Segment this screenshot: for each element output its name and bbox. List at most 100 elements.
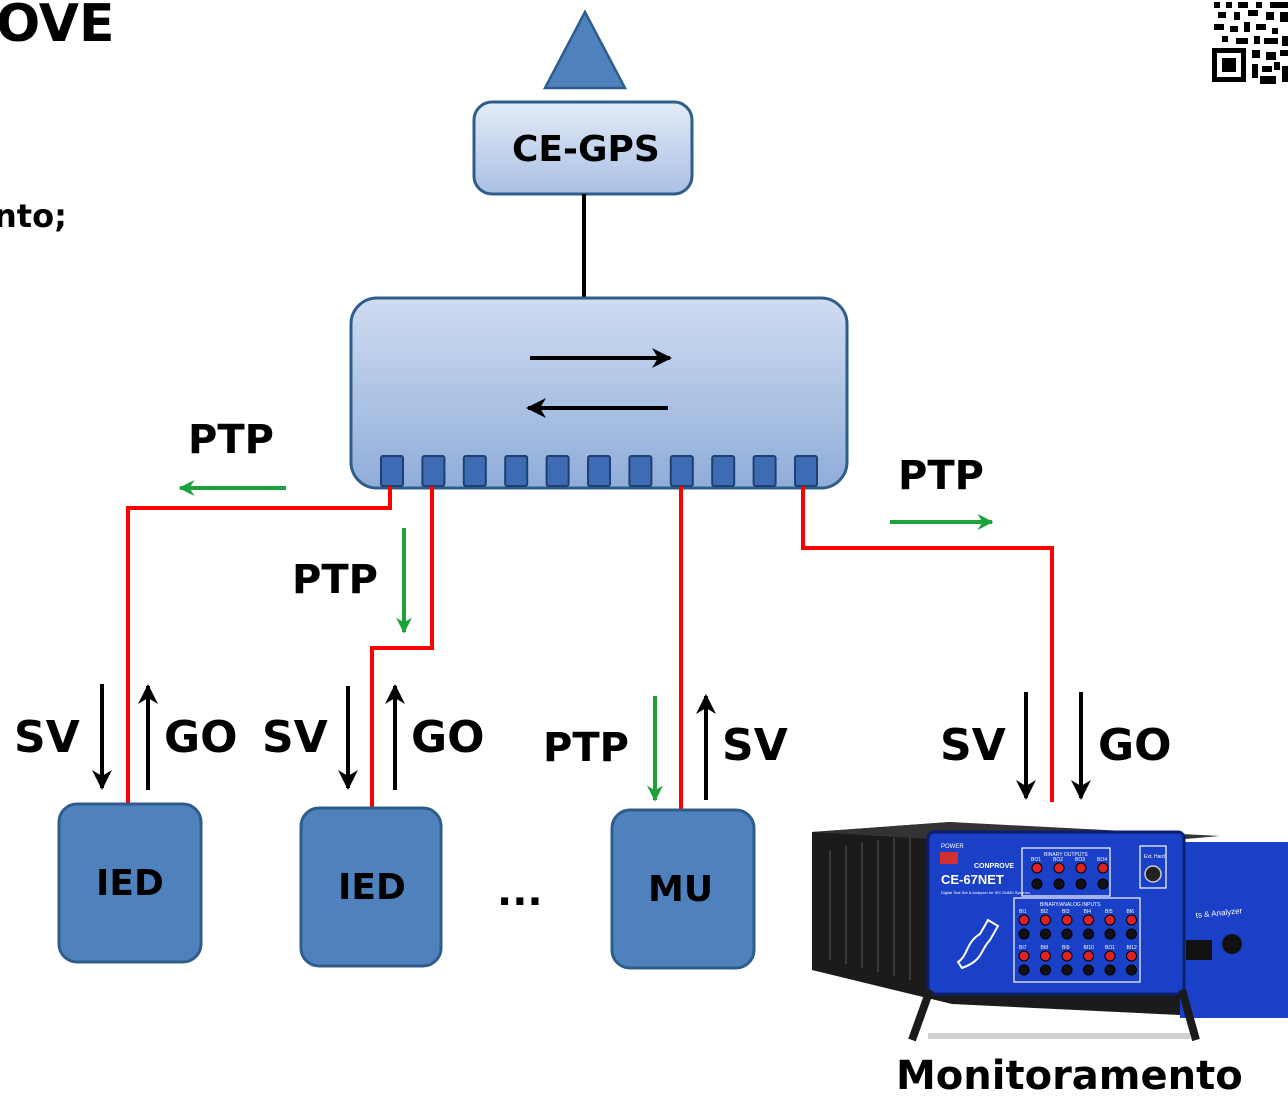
terminal-socket (1083, 914, 1094, 926)
monitor-ext-hard: Ext. Hard (1144, 854, 1165, 860)
switch-port (711, 455, 736, 487)
terminal-socket (1018, 964, 1030, 976)
terminal-socket (1031, 878, 1043, 890)
terminal-socket (1018, 950, 1030, 962)
mu-box (610, 808, 756, 970)
terminal-socket (1104, 964, 1116, 976)
go-label-ied-2: GO (411, 712, 485, 763)
terminal-socket (1018, 914, 1030, 926)
monitor-subtitle: Digital Test Set & Analyzer for IEC 6185… (941, 890, 1030, 895)
terminal-socket (1061, 928, 1073, 940)
port-label: BO3 (1075, 857, 1085, 863)
ptp-label-ied: PTP (292, 557, 378, 603)
side-text-fragment: nto; (0, 197, 67, 235)
terminal-socket (1040, 914, 1051, 926)
monitor-caption: Monitoramento (896, 1053, 1243, 1099)
front-panel (926, 830, 1186, 996)
switch-port (628, 455, 653, 487)
link-ied-2 (370, 486, 434, 810)
switch-port (587, 455, 611, 487)
terminal-socket (1126, 950, 1137, 962)
network-links (126, 486, 1054, 812)
port-label: BI3 (1062, 909, 1070, 915)
sv-label-mu: SV (722, 720, 788, 771)
go-label-ied-1: GO (164, 712, 238, 763)
switch-port (504, 455, 529, 487)
switch-port (380, 455, 404, 487)
bo-labels: BO1 BO2 BO3 BO4 (1031, 857, 1107, 863)
terminal-socket (1097, 878, 1109, 890)
switch-port (794, 455, 818, 487)
terminal-socket (1104, 950, 1116, 962)
monitor-power-label: POWER (941, 844, 964, 850)
ied-label-2: IED (338, 867, 406, 908)
port-label: BO4 (1097, 857, 1107, 863)
switch-port (545, 455, 570, 487)
sv-label-ied-1: SV (14, 712, 80, 763)
ptp-label-left: PTP (188, 417, 274, 463)
vent-grille (829, 834, 911, 980)
terminal-socket (1018, 928, 1030, 940)
terminal-socket (1040, 964, 1051, 976)
switch-ports (380, 455, 818, 487)
link-monitor (801, 486, 1054, 802)
terminal-socket (1075, 862, 1087, 874)
port-label: BI12 (1127, 945, 1138, 951)
monitor-brand: CONPROVE (974, 863, 1014, 870)
terminal-socket (1126, 914, 1137, 926)
sv-label-monitor: SV (940, 720, 1006, 771)
ellipsis-label: ... (497, 869, 543, 915)
ied-box-2 (299, 806, 443, 968)
terminal-socket (1053, 862, 1065, 874)
go-label-monitor: GO (1098, 720, 1172, 771)
terminal-socket (1031, 862, 1043, 874)
signal-arrows (92, 684, 1091, 800)
monitor-binary-outputs: BINARY OUTPUTS (1044, 852, 1088, 858)
terminal-sockets (1018, 862, 1137, 976)
terminal-socket (1040, 950, 1051, 962)
port-label: BI9 (1062, 945, 1070, 951)
switch-port (421, 455, 446, 487)
monitor-model: CE-67NET (941, 872, 1004, 887)
switch-port (669, 455, 694, 487)
port-label: BI10 (1084, 945, 1095, 951)
terminal-socket (1104, 914, 1116, 926)
ethernet-cable-icon (956, 918, 1000, 970)
terminal-socket (1097, 862, 1109, 874)
port-label: BI6 (1127, 909, 1135, 915)
monitor-device (812, 822, 1288, 1042)
terminal-socket (1126, 928, 1137, 940)
page-title-fragment: OVE (0, 0, 115, 54)
port-label: BI2 (1041, 909, 1049, 915)
ied-label-1: IED (96, 863, 164, 904)
switch-port (752, 455, 777, 487)
terminal-socket (1126, 964, 1137, 976)
terminal-socket (1075, 878, 1087, 890)
ptp-label-mu: PTP (543, 725, 629, 771)
port-label: BO2 (1053, 857, 1063, 863)
gps-label: CE-GPS (512, 129, 660, 170)
ethernet-switch (349, 296, 849, 490)
terminal-socket (1061, 914, 1073, 926)
terminal-socket (1104, 928, 1116, 940)
qr-code-icon (1212, 0, 1288, 88)
ptp-label-right: PTP (898, 453, 984, 499)
port-label: BI11 (1105, 945, 1115, 951)
terminal-socket (1083, 928, 1094, 940)
terminal-socket (1040, 928, 1051, 940)
monitor-binary-analog-inputs: BINARY/ANALOG INPUTS (1040, 902, 1101, 908)
port-label: BI5 (1105, 909, 1113, 915)
port-label: BI4 (1084, 909, 1092, 915)
switch-port (462, 455, 487, 487)
terminal-socket (1053, 878, 1065, 890)
terminal-socket (1083, 950, 1094, 962)
port-label: BI8 (1041, 945, 1049, 951)
terminal-socket (1061, 950, 1073, 962)
port-label: BO1 (1031, 857, 1041, 863)
ied-box-1 (57, 802, 203, 964)
sv-label-ied-2: SV (262, 712, 328, 763)
antenna-icon (542, 9, 628, 90)
link-ied-1 (126, 486, 392, 804)
port-label: BI1 (1019, 909, 1027, 915)
